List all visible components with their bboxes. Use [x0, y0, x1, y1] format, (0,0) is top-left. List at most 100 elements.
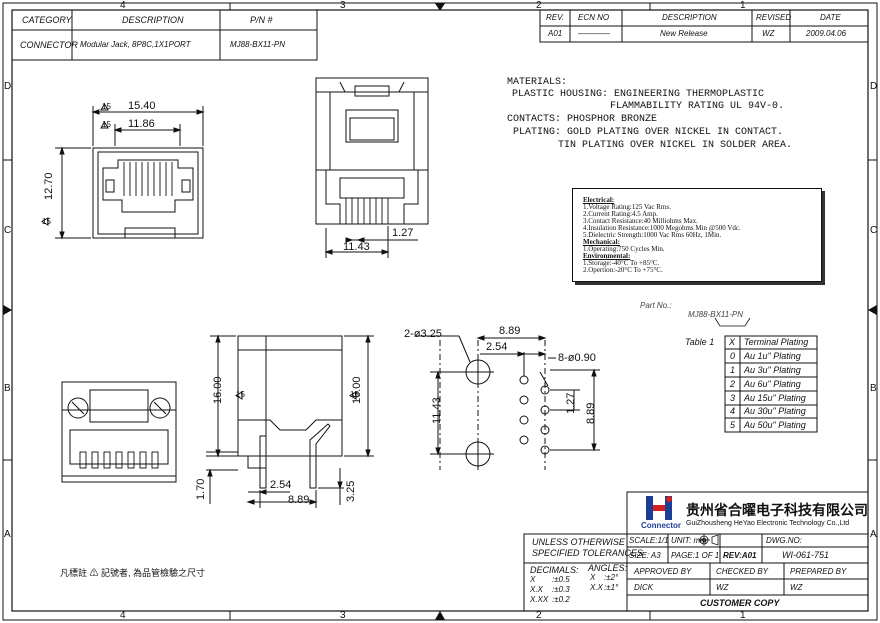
rev-value: A01 — [548, 29, 563, 38]
decimal-key: X.XX — [530, 595, 549, 604]
electrical-heading: Electrical: — [583, 196, 615, 204]
angle-val: :±1° — [604, 583, 619, 592]
tol-mark: 15 — [102, 120, 111, 129]
table-header-plating: Terminal Plating — [744, 337, 809, 347]
angles-label: ANGLES: — [588, 563, 628, 573]
date-value: 2009.04.06 — [806, 29, 847, 38]
projection-symbol — [698, 534, 719, 546]
spec-line: 3.Contact Resistance:40 Milliohms Max. — [583, 217, 698, 225]
dim-side2-h: 16.00 — [212, 376, 224, 404]
bottom-title-block-grid — [523, 491, 869, 612]
zone-row-label: D — [4, 81, 12, 92]
table-cell: Au 3u" Plating — [744, 365, 801, 375]
zone-row-label: B — [4, 383, 11, 394]
decimal-key: X — [530, 575, 536, 584]
materials-line: CONTACTS: PHOSPHOR BRONZE — [507, 114, 658, 125]
decimal-val: :±0.3 — [552, 585, 570, 594]
table-cell: Au 1u" Plating — [744, 351, 801, 361]
dwg-no-label: DWG.NO: — [766, 536, 802, 545]
tol-unless: UNLESS OTHERWISE — [532, 537, 625, 547]
front-view-bottom — [61, 381, 177, 483]
revised-value: WZ — [762, 29, 775, 38]
pn-value: MJ88-BX11-PN — [230, 40, 285, 49]
tol-specified: SPECIFIED TOLERANCES — [532, 548, 643, 558]
dim-footprint-h: 11.43 — [431, 397, 443, 424]
description-header: DESCRIPTION — [122, 15, 184, 25]
part-no-label: Part No.: — [640, 301, 672, 310]
zone-row-label: C — [870, 225, 878, 236]
rev: REV:A01 — [723, 551, 757, 560]
table-cell: 2 — [730, 379, 736, 389]
company-name-cn: 贵州省合曜电子科技有限公司 — [686, 502, 868, 518]
mechanical-heading: Mechanical: — [583, 238, 620, 246]
zone-col-label: 3 — [340, 0, 346, 11]
materials-heading: MATERIALS: — [507, 77, 568, 88]
dim-front-w-outer: 15.40 — [128, 100, 156, 112]
dim-front-h: 12.70 — [43, 172, 55, 200]
checked-by-label: CHECKED BY — [716, 567, 769, 576]
zone-col-label: 2 — [536, 0, 542, 11]
dim-side2-pin-span: 8.89 — [288, 494, 310, 506]
part-no-value: MJ88-BX11-PN — [688, 310, 743, 319]
materials-line: TIN PLATING OVER NICKEL IN SOLDER AREA. — [558, 140, 793, 151]
zone-col-label: 1 — [740, 0, 746, 11]
spec-box: Electrical: 1.Voltage Rating:125 Vac Rms… — [572, 188, 822, 282]
decimal-key: X.X — [530, 585, 543, 594]
rev-description-header: DESCRIPTION — [662, 13, 717, 22]
zone-col-label: 4 — [120, 610, 126, 621]
table-cell: Au 50u" Plating — [744, 420, 806, 430]
scale: SCALE:1/1 — [629, 536, 669, 545]
decimal-val: :±0.5 — [552, 575, 570, 584]
table-cell: Au 6u" Plating — [744, 379, 801, 389]
dim-footprint-w: 8.89 — [499, 325, 521, 337]
company-logo — [646, 496, 672, 520]
size: SIZE: A3 — [629, 551, 661, 560]
spec-line: 1.Operating:750 Cycles Min. — [583, 245, 665, 253]
side-view-top — [315, 77, 429, 258]
prepared-name: WZ — [790, 583, 803, 592]
date-header: DATE — [820, 13, 841, 22]
prepared-by-label: PREPARED BY — [790, 567, 847, 576]
tol-mark: 15 — [350, 390, 359, 399]
ecn-value: ———— — [578, 29, 610, 38]
category-header: CATEGORY — [22, 15, 72, 25]
tol-mark: 15 — [236, 390, 245, 399]
angle-key: X.X — [590, 583, 603, 592]
side-view-bottom — [206, 334, 374, 508]
dim-front-w-inner: 11.86 — [128, 118, 155, 130]
angle-key: X — [590, 573, 596, 582]
table-cell: 1 — [730, 365, 736, 375]
pcb-footprint — [416, 335, 600, 470]
spec-line: 1.Voltage Rating:125 Vac Rms. — [583, 203, 671, 211]
dim-footprint-pins: 8-ø0.90 — [558, 352, 596, 364]
tol-mark: 15 — [102, 102, 111, 111]
zone-col-label: 2 — [536, 610, 542, 621]
table-cell: Au 30u" Plating — [744, 406, 806, 416]
description-value: Modular Jack, 8P8C,1X1PORT — [80, 40, 191, 49]
inspection-note: 凡標註 ⚠ 記號者, 為品管檢驗之尺寸 — [60, 568, 206, 578]
dim-footprint-h2: 8.89 — [585, 402, 597, 424]
customer-copy: CUSTOMER COPY — [700, 598, 780, 608]
rev-header: REV. — [546, 13, 565, 22]
front-view-top — [41, 103, 205, 240]
plating-table-grid — [714, 317, 818, 433]
zone-row-label: A — [4, 529, 11, 540]
approved-by-label: APPROVED BY — [634, 567, 692, 576]
table-cell: 0 — [730, 351, 736, 361]
table-cell: 3 — [730, 393, 736, 403]
dim-side2-pin-len: 1.70 — [195, 478, 207, 500]
zone-row-label: B — [870, 383, 877, 394]
checked-name: WZ — [716, 583, 729, 592]
zone-col-label: 4 — [120, 0, 126, 11]
table-cell: 4 — [730, 406, 736, 416]
dwg-no: WI-061-751 — [782, 550, 830, 560]
zone-col-label: 1 — [740, 610, 746, 621]
tol-mark: 15 — [42, 217, 51, 226]
revised-header: REVISED — [756, 13, 792, 22]
zone-col-label: 3 — [340, 610, 346, 621]
dim-side2-pin-off: 2.54 — [270, 479, 292, 491]
unit: UNIT: mm — [671, 536, 707, 545]
spec-line: 2.Current Rating:4.5 Amp. — [583, 210, 658, 218]
